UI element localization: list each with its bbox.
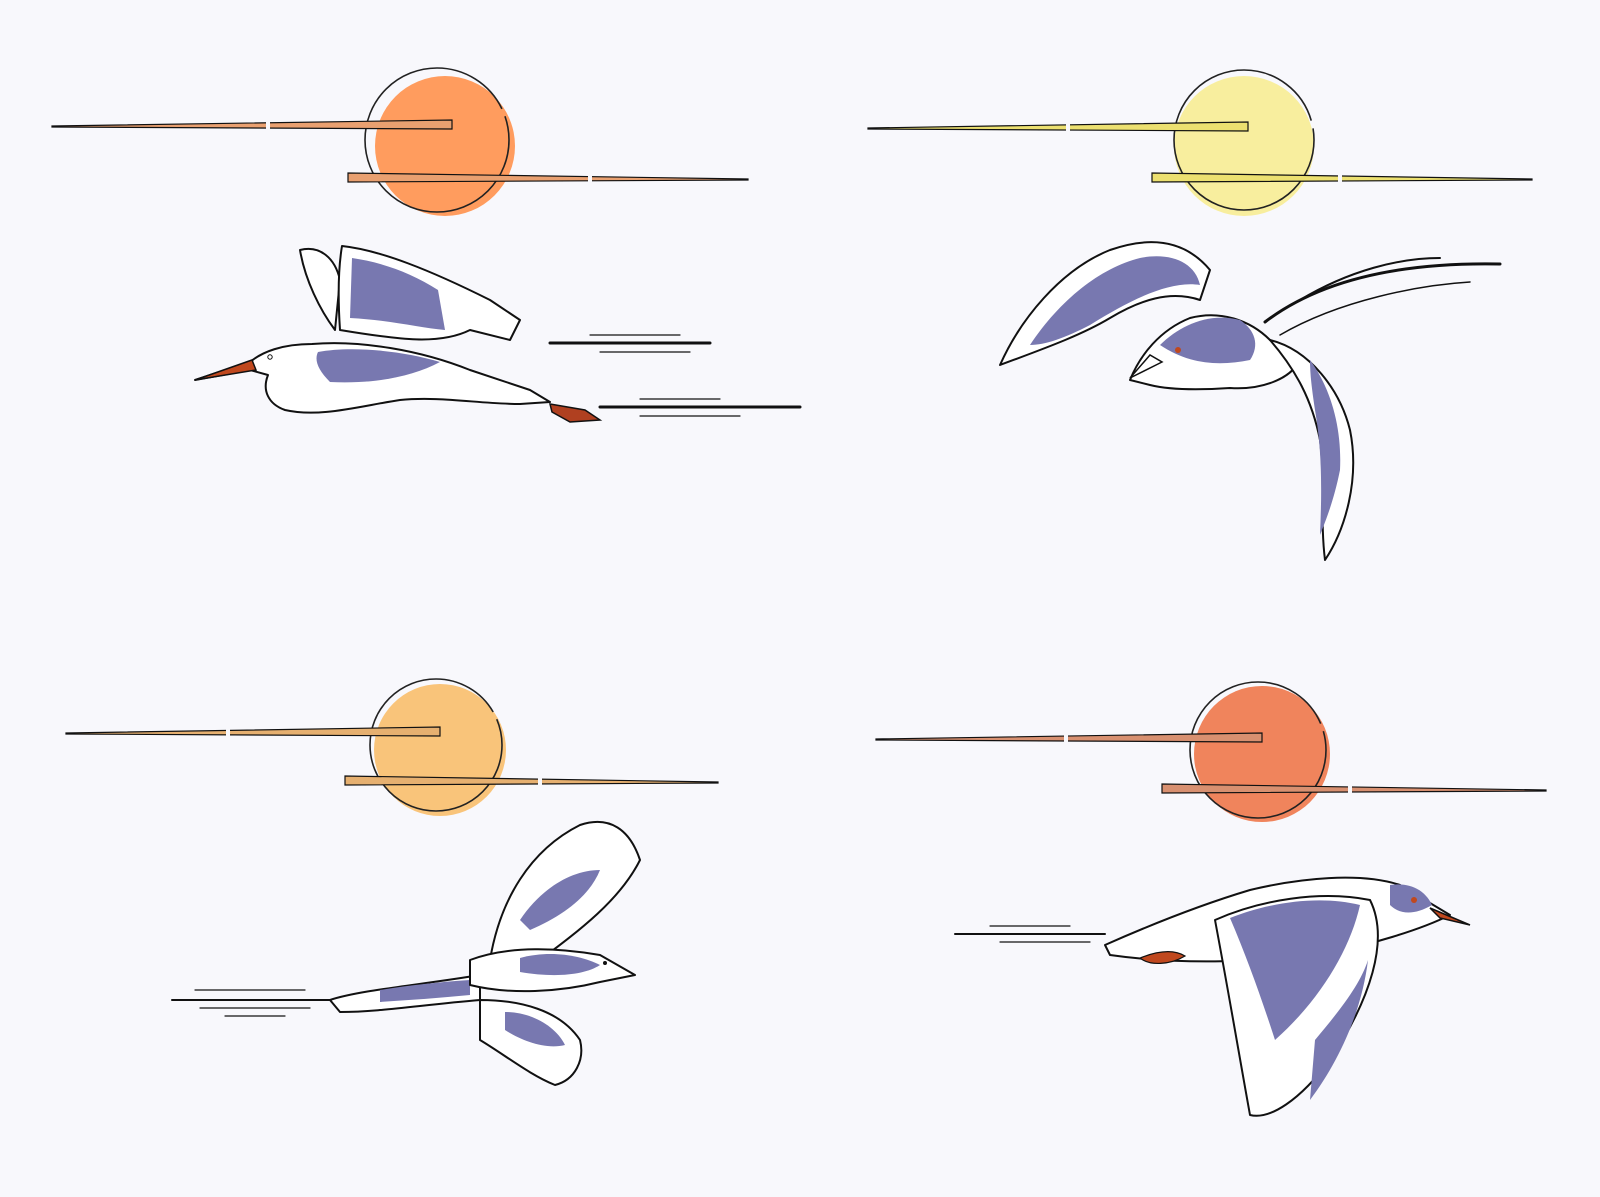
motion-lines (548, 334, 802, 417)
heron-eye (267, 354, 273, 360)
magpie-lower-wing (479, 999, 583, 1086)
heron-icon (194, 245, 802, 423)
cloud-streak-lower (1161, 783, 1547, 794)
cloud-streak-upper (875, 732, 1263, 743)
magpie-lower-wing-feathers (505, 1012, 565, 1047)
magpie-upper-wing-feathers (520, 870, 600, 930)
cloud-streak-lower (347, 172, 749, 183)
sun-outline (369, 678, 503, 812)
panel-gull (875, 681, 1547, 1117)
tern-icon (999, 241, 1502, 561)
panel-heron (51, 67, 802, 423)
motion-lines (171, 989, 331, 1017)
gull-eye (1411, 897, 1417, 903)
tern-right-wing-feathers (1310, 360, 1341, 535)
motion-lines (954, 925, 1106, 943)
tern-left-wing-feathers (1030, 256, 1200, 345)
heron-wing-feathers (350, 258, 445, 330)
gull-beak (1429, 907, 1471, 926)
gull-feet (1138, 951, 1187, 964)
gull-head-cap (1390, 884, 1432, 913)
magpie-eye (603, 961, 607, 965)
gull-wing-feathers (1230, 900, 1360, 1040)
cloud-streak-upper (867, 121, 1249, 132)
tern-beak (1129, 354, 1164, 379)
gull-wing-tip-feathers (1310, 960, 1368, 1100)
sun-outline (1189, 681, 1327, 819)
sun-outline (364, 67, 510, 213)
magpie-tail-shading (380, 980, 470, 1002)
cloud-streak-upper (51, 119, 453, 130)
sunset-scene (875, 681, 1547, 822)
sun-outline (1173, 69, 1315, 211)
tern-body-shading (1160, 317, 1256, 364)
sun (1174, 76, 1314, 216)
panel-magpie (65, 678, 719, 1086)
gull-icon (954, 876, 1471, 1117)
magpie-body-shading (520, 954, 600, 976)
sunset-scene (51, 67, 749, 216)
heron-far-wing (299, 247, 341, 331)
heron-body-shading (316, 349, 440, 383)
cloud-streak-upper (65, 726, 441, 737)
magpie-icon (171, 820, 641, 1086)
motion-lines (1263, 257, 1502, 336)
sunset-scene (65, 678, 719, 816)
cloud-streak-lower (344, 775, 719, 786)
tern-eye (1175, 347, 1181, 353)
heron-feet (548, 403, 603, 423)
sunset-scene (867, 69, 1533, 216)
panel-tern (867, 69, 1533, 561)
heron-beak (194, 359, 258, 381)
tern-right-wing (1269, 339, 1355, 561)
